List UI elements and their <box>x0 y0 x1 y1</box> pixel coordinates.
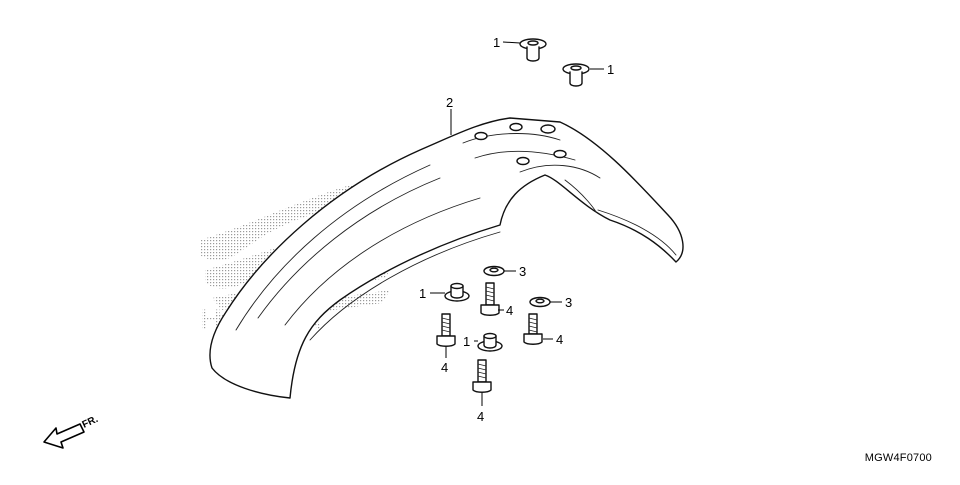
washer-3-right <box>529 296 551 308</box>
callout-4-bottom: 4 <box>477 409 484 424</box>
callout-4-left: 4 <box>441 360 448 375</box>
bolt-4-left <box>436 313 456 347</box>
bolt-4-upper <box>480 282 500 316</box>
callout-3-right: 3 <box>565 295 572 310</box>
direction-label: FR. <box>81 414 100 431</box>
collar-1-mid-left <box>444 282 470 302</box>
callout-2: 2 <box>446 95 453 110</box>
collar-1-mid-center <box>477 332 503 352</box>
callout-4-upper: 4 <box>506 303 513 318</box>
callout-1-mid-center: 1 <box>463 334 470 349</box>
bolt-4-bottom <box>472 359 492 393</box>
callout-3-top: 3 <box>519 264 526 279</box>
diagram-code: MGW4F0700 <box>864 452 932 464</box>
collar-1-right <box>562 63 590 87</box>
bolt-4-right <box>523 313 543 345</box>
leader-lines <box>430 41 604 406</box>
collar-1-top <box>519 38 547 62</box>
callout-1-right: 1 <box>607 62 614 77</box>
callout-4-right: 4 <box>556 332 563 347</box>
callout-1-mid-left: 1 <box>419 286 426 301</box>
front-direction-arrow: FR. <box>43 414 100 449</box>
washer-3-top <box>483 265 505 277</box>
front-fender <box>209 117 684 399</box>
callout-1-top: 1 <box>493 35 500 50</box>
